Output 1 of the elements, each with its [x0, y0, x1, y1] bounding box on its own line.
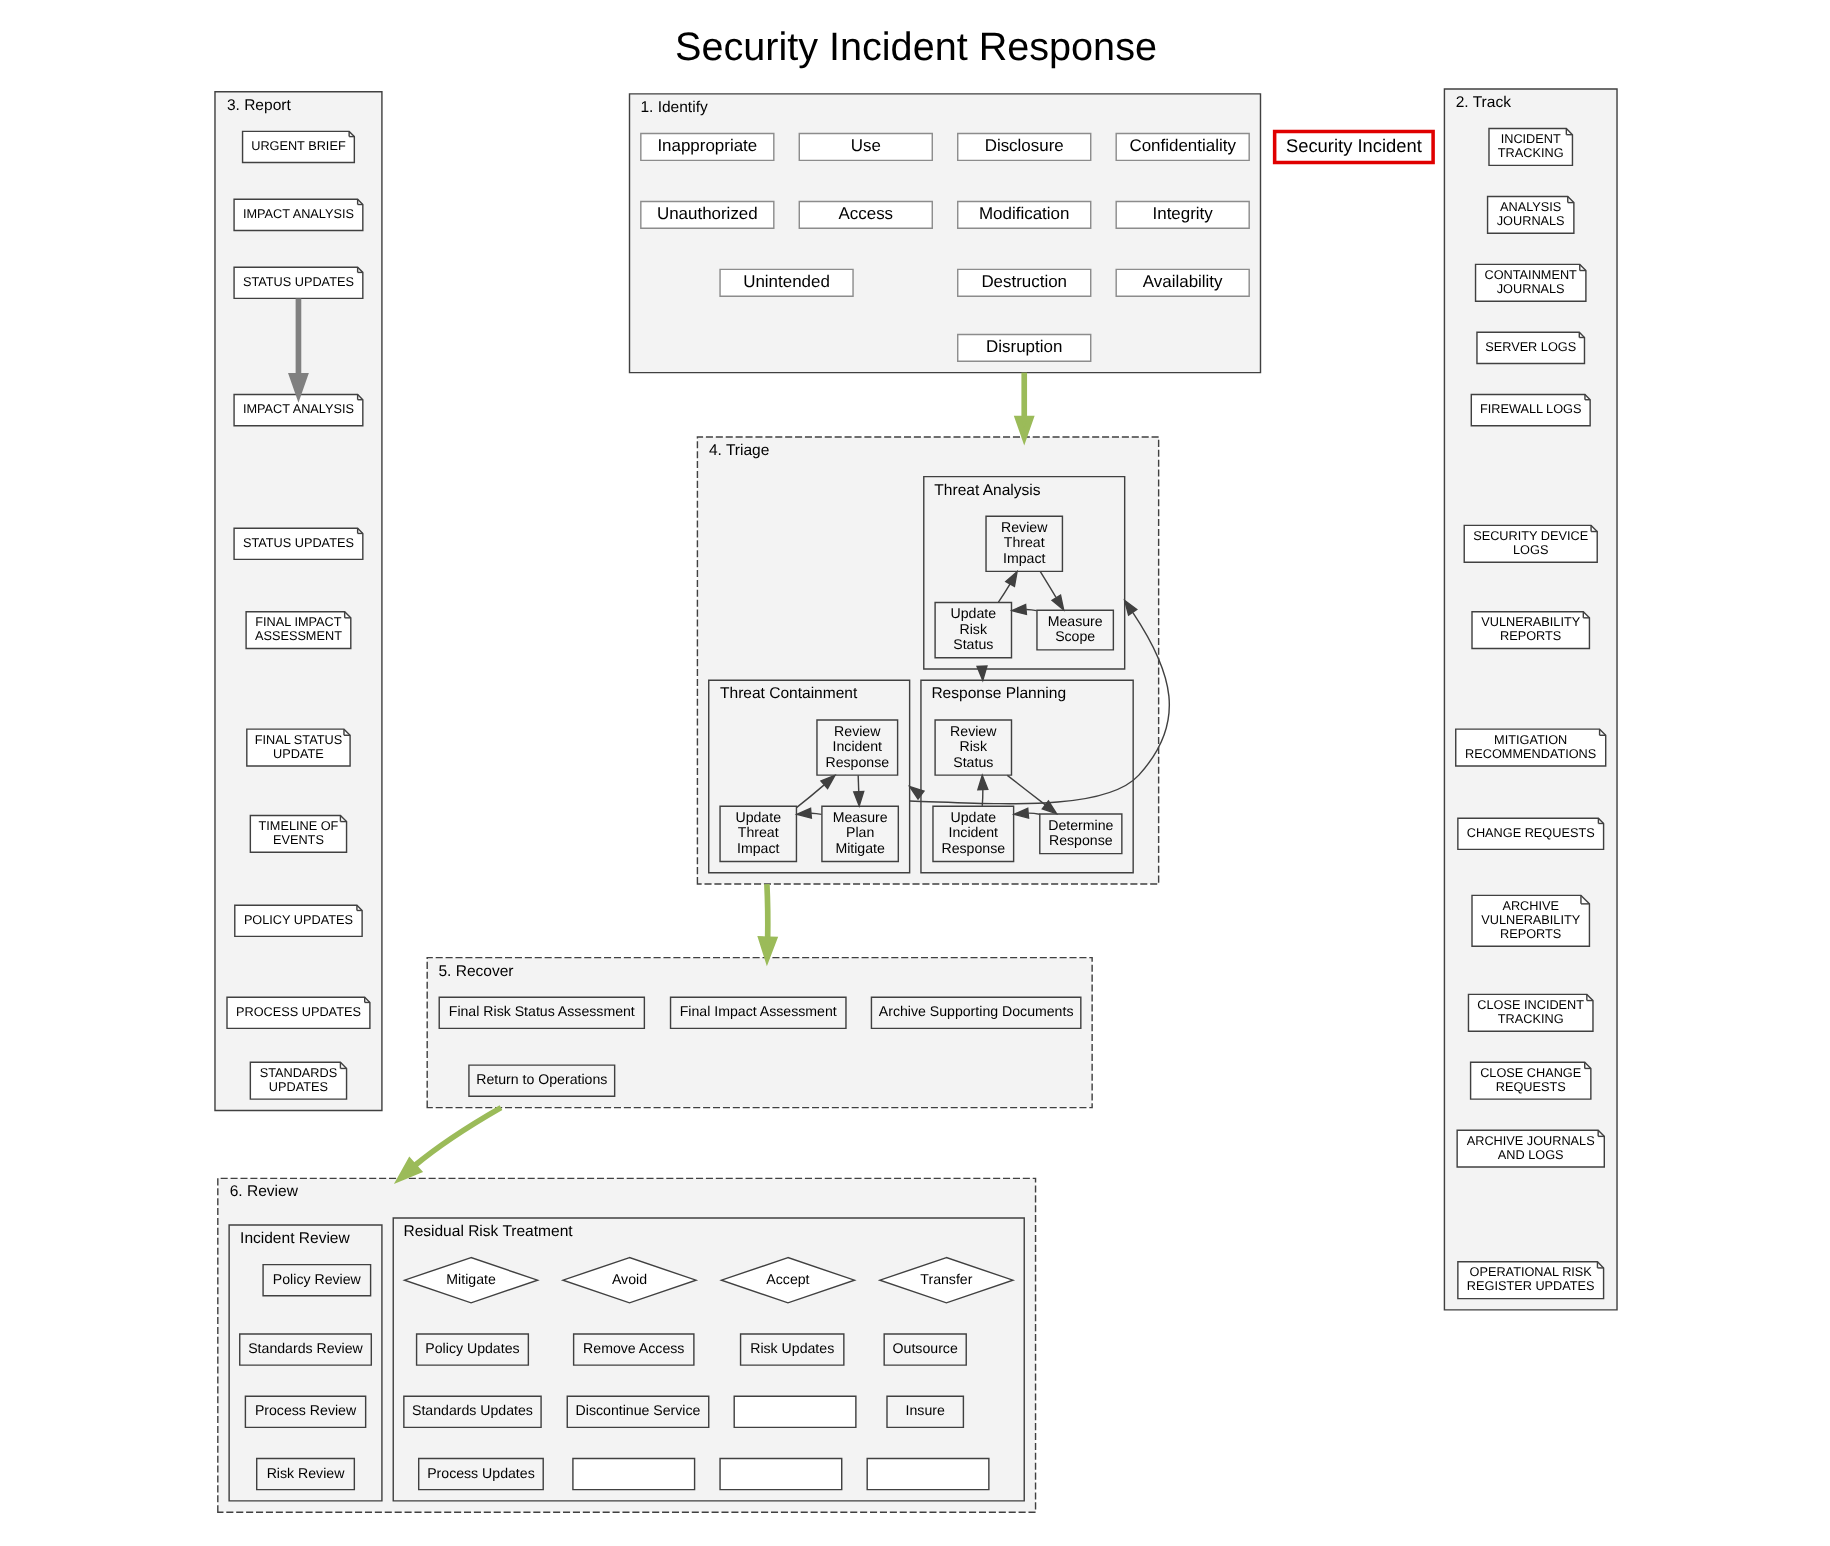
diagram-title: Security Incident Response	[674, 25, 1156, 70]
